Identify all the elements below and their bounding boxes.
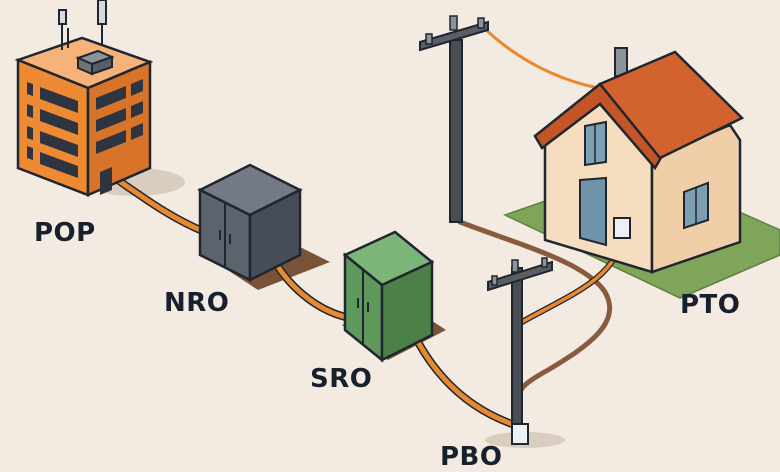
nro-cabinet: [197, 163, 303, 283]
underground-trench: [457, 219, 613, 395]
house-roof: [597, 50, 745, 160]
aerial-cable-to-house: [482, 26, 600, 90]
pop-building: [14, 0, 154, 197]
pbo-pole: [487, 257, 553, 445]
sro-label: SRO: [310, 364, 373, 394]
pop-label: POP: [34, 218, 96, 248]
pole-insulators: [425, 15, 485, 45]
sro-cabinet: [342, 230, 435, 363]
chimney: [614, 47, 628, 77]
pto-outlet-box: [613, 217, 631, 239]
rooftop-antennas: [58, 0, 107, 50]
pop-right-windows: [96, 79, 143, 154]
pbo-label: PBO: [440, 442, 503, 472]
pop-door: [100, 167, 112, 195]
house: [533, 47, 745, 274]
house-door: [579, 176, 607, 247]
cable-nro-sro: [272, 259, 353, 321]
cable-pop-nro: [109, 173, 208, 235]
cable-sro-pbo: [415, 339, 515, 427]
utility-pole: [419, 15, 489, 223]
pto-label: PTO: [680, 290, 741, 320]
fiber-cables: [108, 26, 625, 428]
pop-left-windows: [27, 82, 78, 178]
pbo-junction-box: [511, 423, 529, 445]
nro-label: NRO: [164, 288, 230, 318]
